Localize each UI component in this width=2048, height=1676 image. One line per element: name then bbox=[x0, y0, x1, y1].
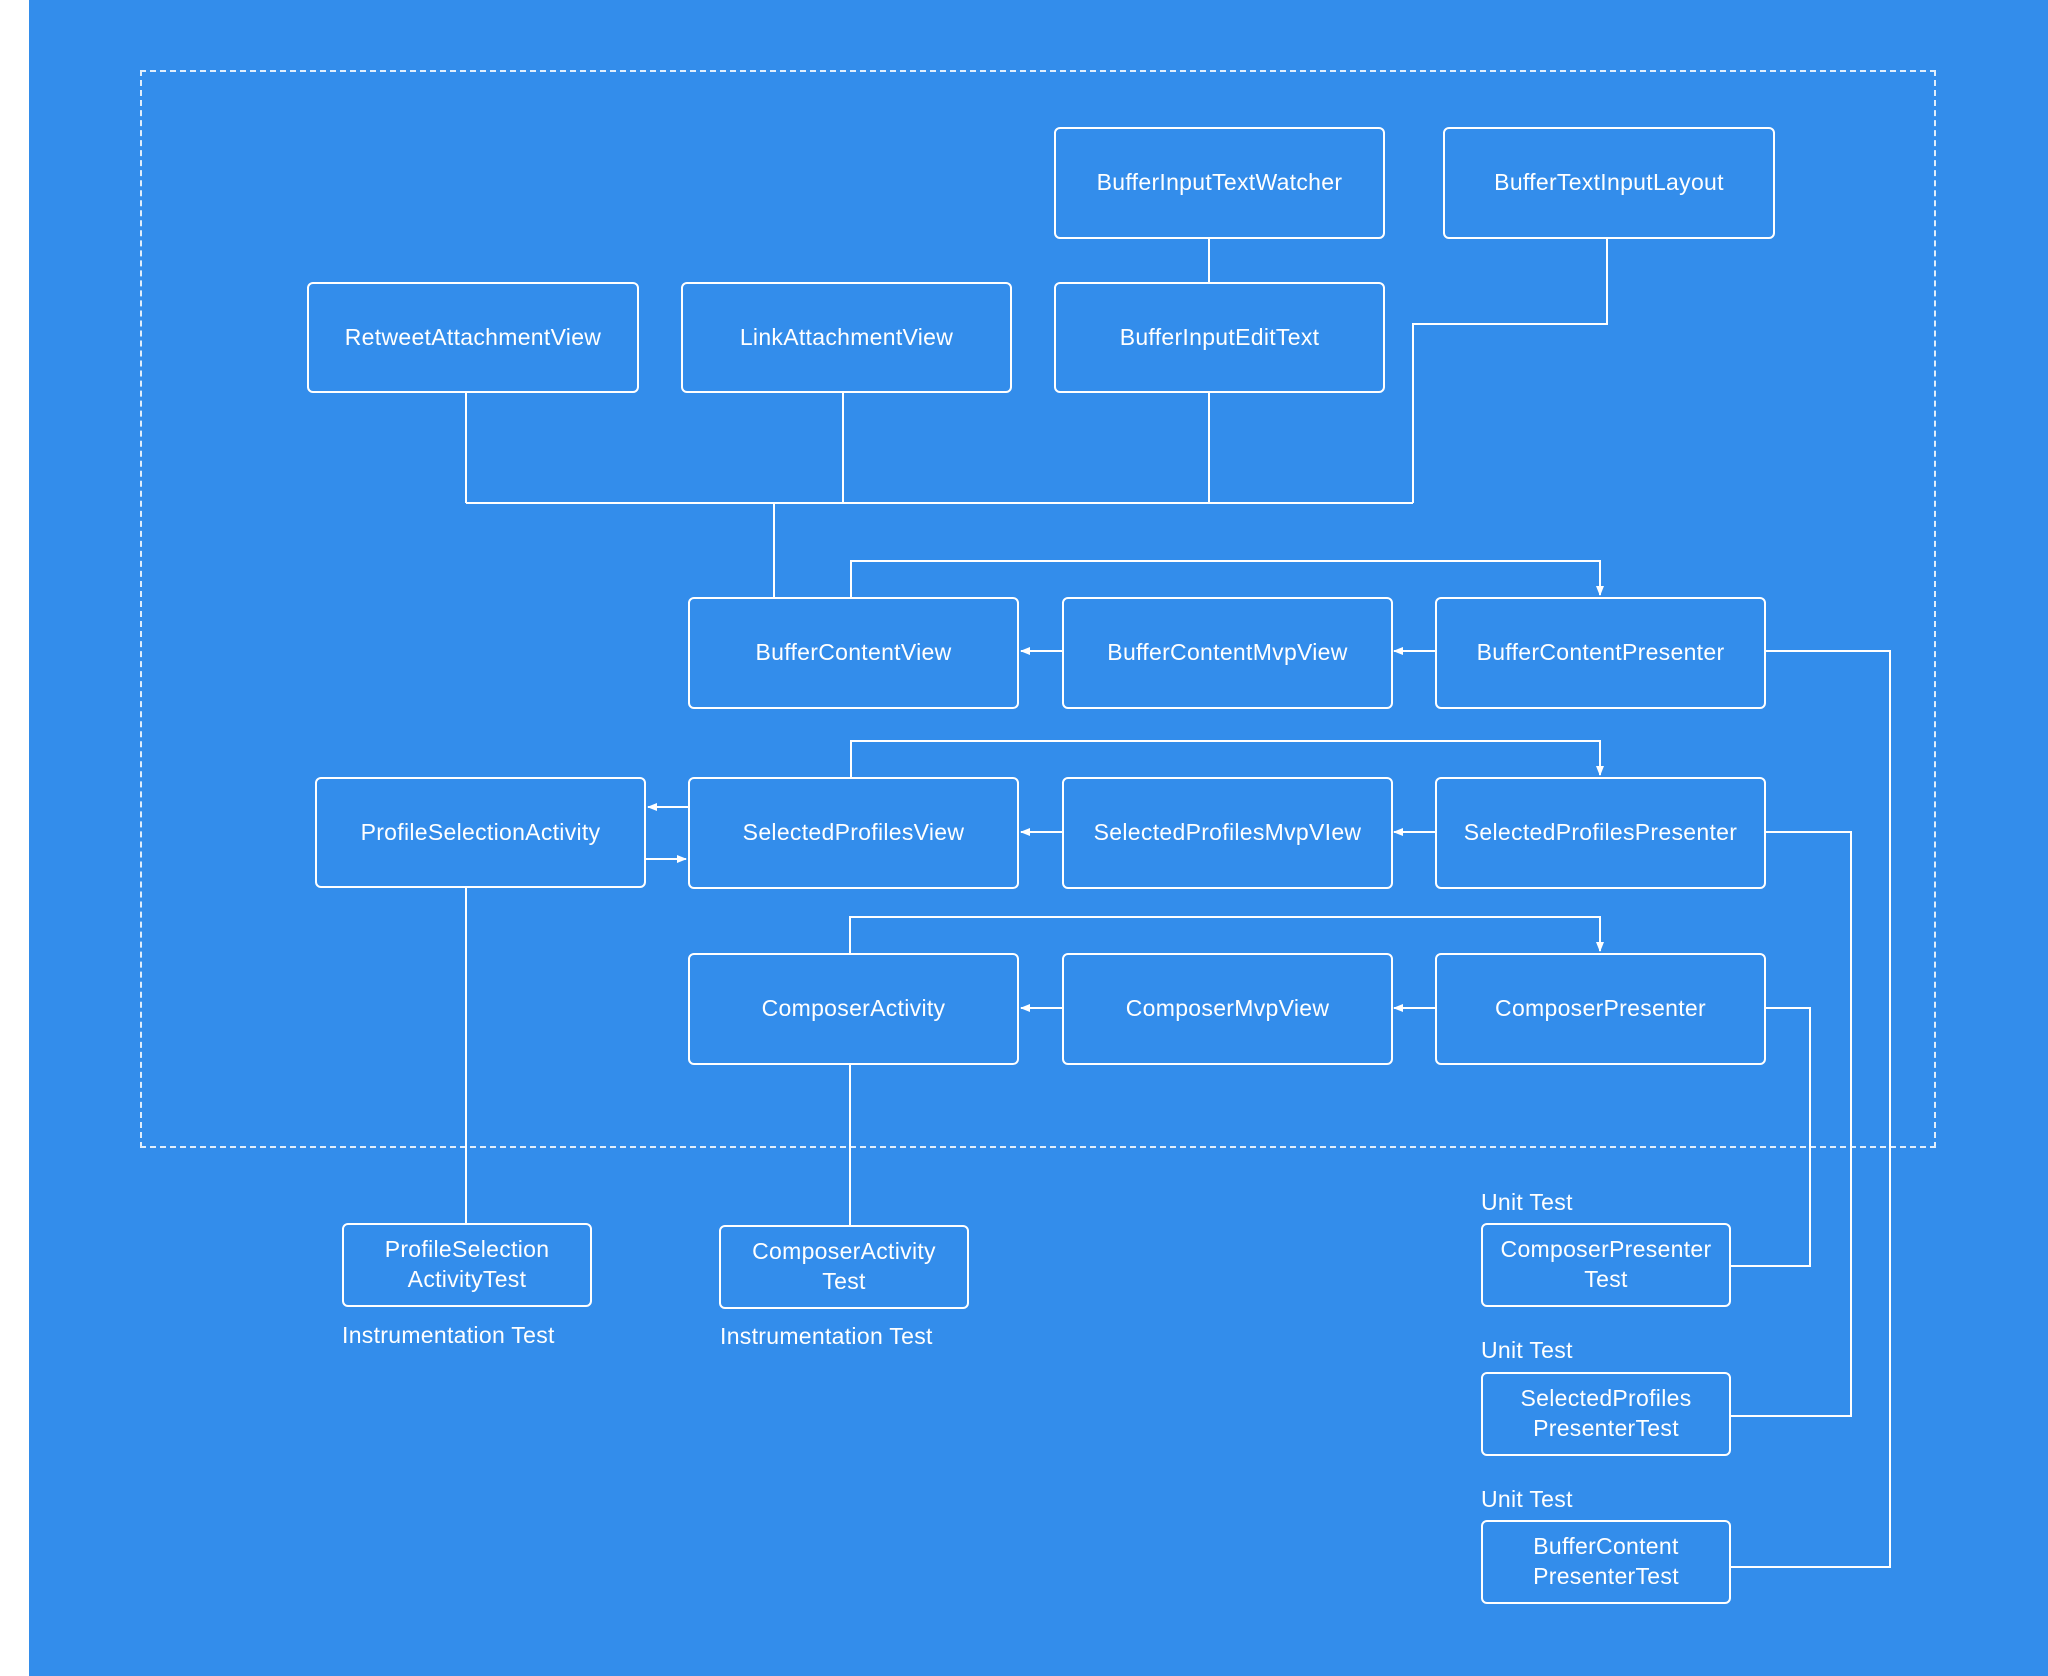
label-instrumentation-test: Instrumentation Test bbox=[720, 1323, 933, 1349]
connector-composerpresenter-test bbox=[1730, 1007, 1811, 1267]
node-buffer-content-presenter[interactable]: BufferContentPresenter bbox=[1435, 597, 1766, 709]
node-composer-activity[interactable]: ComposerActivity bbox=[688, 953, 1019, 1065]
node-buffer-content-presenter-test[interactable]: BufferContent PresenterTest bbox=[1481, 1520, 1731, 1604]
node-profile-selection-activity[interactable]: ProfileSelectionActivity bbox=[315, 777, 646, 888]
node-retweet-attachment-view[interactable]: RetweetAttachmentView bbox=[307, 282, 639, 393]
node-selected-profiles-presenter-test[interactable]: SelectedProfiles PresenterTest bbox=[1481, 1372, 1731, 1456]
connector-profilesview-presenter bbox=[850, 740, 1604, 777]
node-selected-profiles-presenter[interactable]: SelectedProfilesPresenter bbox=[1435, 777, 1766, 889]
node-link-attachment-view[interactable]: LinkAttachmentView bbox=[681, 282, 1012, 393]
node-composer-activity-test[interactable]: ComposerActivity Test bbox=[719, 1225, 969, 1309]
node-buffer-content-mvp-view[interactable]: BufferContentMvpView bbox=[1062, 597, 1393, 709]
label-unit-test: Unit Test bbox=[1481, 1486, 1573, 1512]
node-buffer-text-input-layout[interactable]: BufferTextInputLayout bbox=[1443, 127, 1775, 239]
node-profile-selection-activity-test[interactable]: ProfileSelection ActivityTest bbox=[342, 1223, 592, 1307]
label-unit-test: Unit Test bbox=[1481, 1189, 1573, 1215]
connector-contentpresenter-test bbox=[1730, 650, 1891, 1568]
connector-layout-bus bbox=[1412, 239, 1608, 503]
node-composer-presenter-test[interactable]: ComposerPresenter Test bbox=[1481, 1223, 1731, 1307]
node-composer-presenter[interactable]: ComposerPresenter bbox=[1435, 953, 1766, 1065]
node-composer-mvp-view[interactable]: ComposerMvpView bbox=[1062, 953, 1393, 1065]
connector-profilespresenter-test bbox=[1730, 831, 1852, 1417]
connector-contentview-presenter bbox=[850, 560, 1604, 597]
label-instrumentation-test: Instrumentation Test bbox=[342, 1322, 555, 1348]
node-selected-profiles-view[interactable]: SelectedProfilesView bbox=[688, 777, 1019, 889]
node-buffer-content-view[interactable]: BufferContentView bbox=[688, 597, 1019, 709]
diagram-canvas bbox=[29, 0, 2048, 1676]
node-buffer-input-edit-text[interactable]: BufferInputEditText bbox=[1054, 282, 1385, 393]
node-buffer-input-text-watcher[interactable]: BufferInputTextWatcher bbox=[1054, 127, 1385, 239]
label-unit-test: Unit Test bbox=[1481, 1337, 1573, 1363]
node-selected-profiles-mvp-view[interactable]: SelectedProfilesMvpVIew bbox=[1062, 777, 1393, 889]
connector-composeractivity-presenter bbox=[849, 916, 1604, 953]
